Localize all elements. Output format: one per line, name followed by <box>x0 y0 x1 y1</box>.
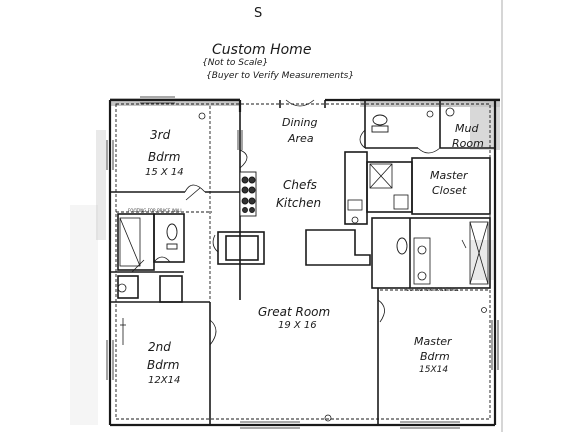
scan-smudges <box>70 98 500 425</box>
room-label-3rd-bdrm: 3rd <box>150 128 171 142</box>
plan-note-scale: {Not to Scale} <box>202 58 269 68</box>
room-label-great-room: Great Room <box>258 305 331 319</box>
door-swings <box>131 99 441 346</box>
room-label-master-closet: Master <box>430 169 468 182</box>
kitchen-sink-icon <box>347 163 409 224</box>
room-label-2nd-bdrm: 2nd <box>148 340 171 354</box>
room-label-2nd-bdrm-2: Bdrm <box>147 358 180 372</box>
vanity-icon <box>413 237 467 285</box>
toilet-icon <box>166 114 408 255</box>
interior-walls <box>110 100 495 425</box>
room-label-master-bdrm-2: Bdrm <box>420 350 450 363</box>
room-label-master-bdrm: Master <box>414 335 452 348</box>
room-size-master-bdrm: 15X14 <box>419 365 449 375</box>
room-size-2nd-bdrm: 12X14 <box>148 375 181 386</box>
bathtub-icon <box>119 217 489 285</box>
stove-icon <box>239 171 257 217</box>
room-size-3rd-bdrm: 15 X 14 <box>145 167 184 178</box>
room-label-3rd-bdrm-2: Bdrm <box>148 150 181 164</box>
lavatory-icon <box>117 107 487 422</box>
room-label-dining: Dining <box>282 116 318 129</box>
footing-note-right: FOOTING FOR BRACE WALL <box>404 287 459 292</box>
plan-note-measurements: {Buyer to Verify Measurements} <box>206 71 355 81</box>
room-size-great-room: 19 X 16 <box>278 320 317 331</box>
footing-note-left: FOOTING FOR BRACE WALL <box>128 208 183 213</box>
room-label-dining-2: Area <box>288 132 314 145</box>
room-label-mud-2: Room <box>452 137 484 150</box>
plan-title: Custom Home <box>212 42 312 58</box>
outer-walls <box>108 98 500 427</box>
corner-mark: S <box>254 6 263 21</box>
room-label-mud: Mud <box>455 122 479 135</box>
window-marks <box>106 96 499 429</box>
room-label-kitchen: Chefs <box>283 178 317 192</box>
room-label-kitchen-2: Kitchen <box>276 196 322 210</box>
room-label-master-closet-2: Closet <box>432 184 467 197</box>
